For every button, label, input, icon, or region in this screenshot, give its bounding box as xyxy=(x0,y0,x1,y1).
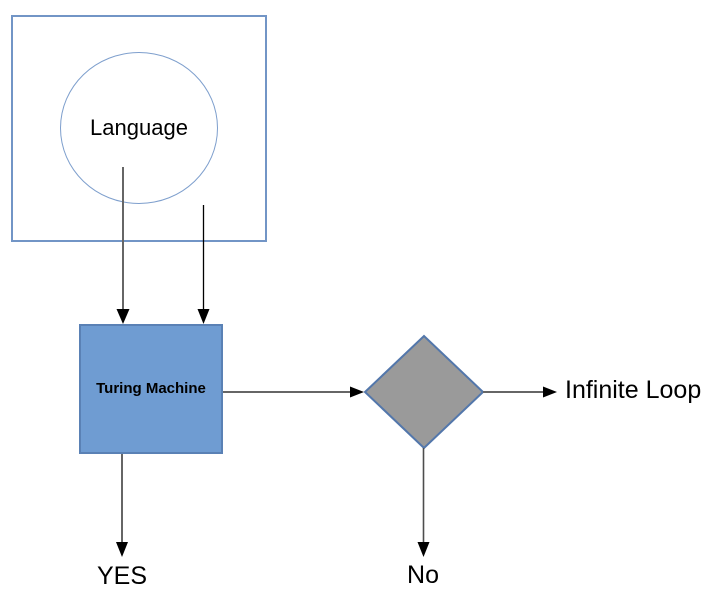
turing-machine-label: Turing Machine xyxy=(96,380,206,398)
arrowhead-right-icon xyxy=(350,386,364,398)
arrow-decision-to-no xyxy=(417,448,430,557)
yes-label: YES xyxy=(96,562,148,590)
infinite-loop-label: Infinite Loop xyxy=(565,376,702,404)
arrow-tm-to-decision xyxy=(223,386,364,398)
turing-machine-node: Turing Machine xyxy=(79,324,223,454)
arrowhead-right-icon xyxy=(543,386,557,398)
language-container-rect xyxy=(11,15,267,242)
arrowhead-down-icon xyxy=(116,542,128,557)
no-label: No xyxy=(407,561,439,589)
arrowhead-down-icon xyxy=(197,309,210,324)
arrow-language-to-tm-right xyxy=(197,205,210,324)
decision-diamond-node xyxy=(363,334,485,450)
arrow-language-to-tm-left xyxy=(116,167,130,324)
language-ellipse-node: Language xyxy=(60,52,218,204)
arrow-decision-to-infinite-loop xyxy=(483,386,557,398)
arrow-tm-to-yes xyxy=(116,454,128,557)
language-label: Language xyxy=(90,115,188,141)
arrowhead-down-icon xyxy=(417,542,430,557)
arrowhead-down-icon xyxy=(116,309,130,324)
